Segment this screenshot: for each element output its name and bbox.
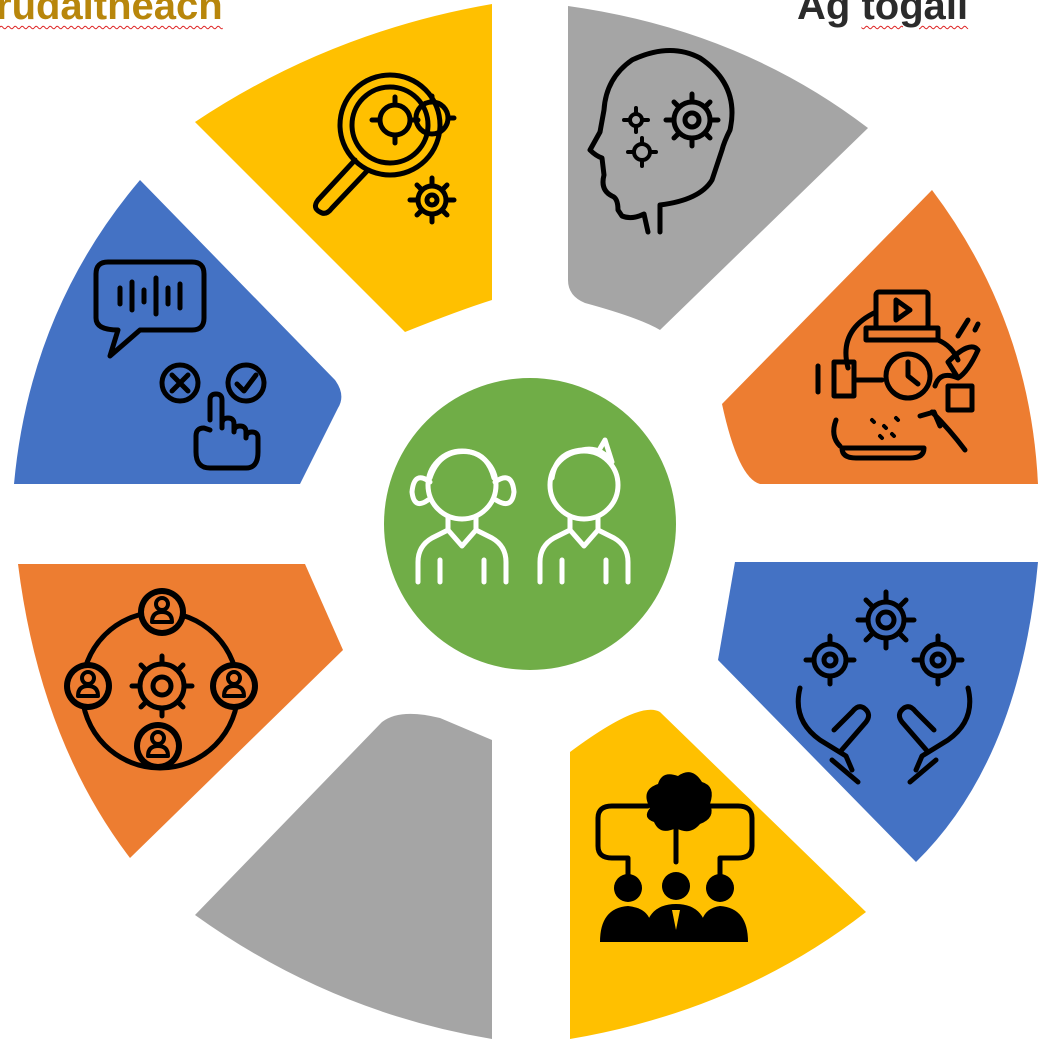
- segment-right-upper: [722, 190, 1038, 484]
- header-left-text: rúdaitheach: [0, 0, 223, 28]
- header-right-text: Ag tógáil: [797, 0, 968, 26]
- hobbies-activities-icon: [815, 289, 981, 461]
- head-gears-icon: [587, 47, 735, 235]
- voice-choice-icon: [93, 259, 267, 471]
- segment-bottom-left: [195, 713, 492, 1039]
- center-circle: [384, 378, 676, 670]
- team-idea-icon: [595, 772, 755, 942]
- segment-right-lower: [718, 562, 1038, 862]
- header-right-word-1: Ag: [797, 0, 851, 28]
- header-right-word-2: tógáil: [861, 0, 969, 28]
- hands-gears-icon: [795, 589, 973, 785]
- network-people-gear-icon: [64, 588, 258, 771]
- two-children-icon: [409, 437, 631, 585]
- magnifier-gears-icon: [312, 72, 457, 225]
